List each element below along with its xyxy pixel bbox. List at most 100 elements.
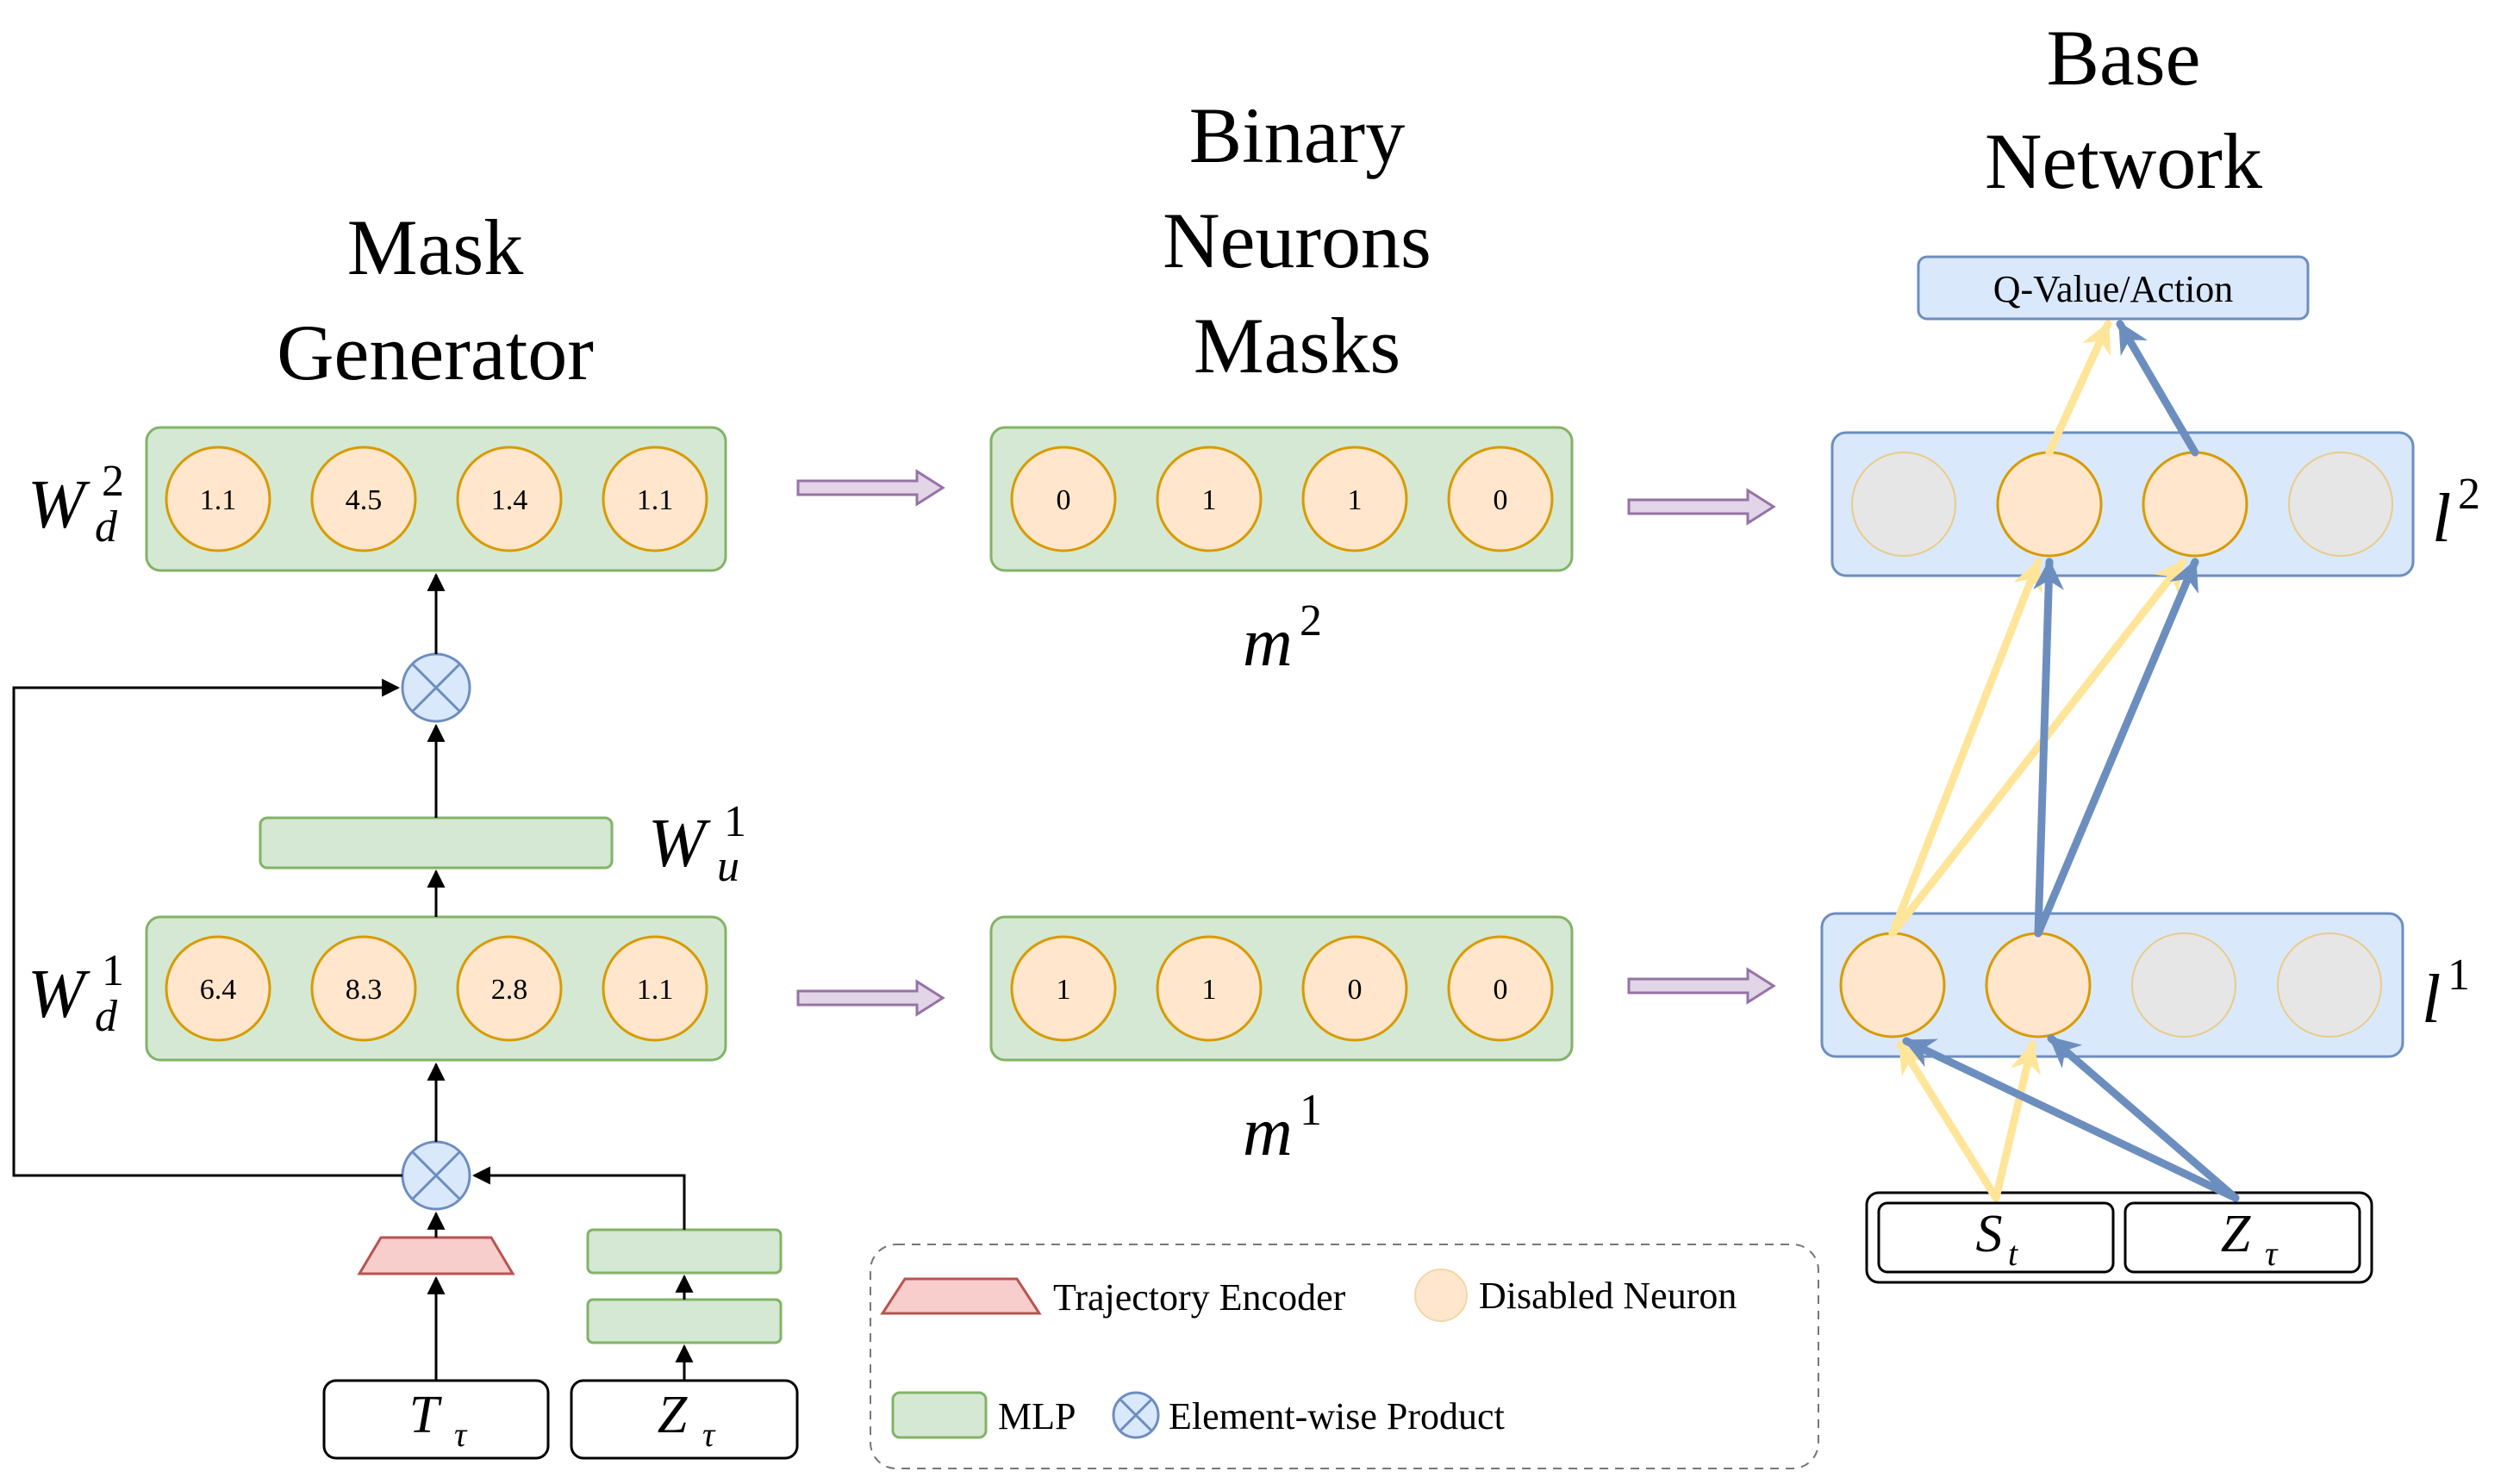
svg-text:d: d: [95, 992, 118, 1041]
neuron: 1: [1301, 446, 1408, 552]
svg-text:l: l: [2432, 481, 2451, 557]
legend: Trajectory Encoder Disabled Neuron MLP E…: [870, 1244, 1819, 1469]
legend-product-swatch: [1112, 1391, 1160, 1439]
mlp-z-bar-upper: [586, 1228, 783, 1275]
neuron: 0: [1301, 935, 1408, 1042]
svg-text:τ: τ: [702, 1415, 716, 1454]
input-z-tau: Z τ: [570, 1379, 799, 1460]
mask-generator-connectors: [12, 572, 694, 1381]
neuron: 1: [1010, 935, 1117, 1042]
svg-text:1: 1: [724, 797, 746, 846]
layer-box: [145, 426, 727, 572]
input-t-tau: T τ: [322, 1379, 550, 1460]
layer-box: [989, 915, 1574, 1062]
legend-encoder-swatch: [880, 1277, 1042, 1315]
title-line: Base: [2047, 14, 2201, 102]
mlp-wu1-bar: [259, 816, 614, 870]
mask-value: 0: [1057, 484, 1071, 516]
neuron: 0: [1010, 446, 1117, 552]
svg-text:2: 2: [1300, 596, 1322, 645]
svg-text:W: W: [648, 806, 711, 882]
svg-text:Q-Value/Action: Q-Value/Action: [1993, 268, 2234, 310]
neuron: 1.1: [602, 935, 708, 1042]
label-wd2: W 2 d: [28, 457, 124, 552]
base-layer-l2: [1830, 431, 2415, 577]
neuron-disabled: [2131, 932, 2236, 1038]
mask-value: 0: [1348, 974, 1363, 1006]
neuron: 1.1: [602, 446, 708, 552]
neuron-active: [1839, 932, 1946, 1038]
mask-value: 1: [1348, 484, 1363, 516]
arrow-m2-to-l2: [1627, 488, 1776, 526]
legend-label: Disabled Neuron: [1479, 1275, 1737, 1317]
svg-text:τ: τ: [454, 1415, 468, 1454]
title-binary-masks: Binary Neurons Masks: [1163, 91, 1431, 390]
legend-item-trajectory-encoder: Trajectory Encoder: [880, 1276, 1346, 1319]
neuron-value: 4.5: [346, 484, 383, 516]
neuron-disabled: [2277, 932, 2382, 1038]
mask-layer-m1: 1 1 0 0: [989, 915, 1574, 1062]
neuron-value: 8.3: [346, 974, 383, 1006]
layer-box: [1830, 431, 2415, 577]
svg-text:l: l: [2422, 962, 2441, 1038]
mask-layer-m2: 0 1 1 0: [989, 426, 1574, 572]
svg-text:d: d: [95, 502, 118, 552]
neuron: 1: [1156, 446, 1263, 552]
svg-text:2: 2: [2458, 470, 2480, 519]
q-value-output: Q-Value/Action: [1917, 255, 2310, 321]
title-base-network: Base Network: [1985, 14, 2262, 205]
mask-value: 0: [1494, 484, 1508, 516]
neuron: 2.8: [456, 935, 563, 1042]
svg-text:2: 2: [102, 457, 124, 506]
title-line: Mask: [347, 203, 523, 291]
neuron: 1.4: [456, 446, 563, 552]
svg-text:W: W: [28, 957, 90, 1032]
neuron-value: 1.1: [637, 974, 674, 1006]
arrow-wd1-to-m1: [796, 979, 945, 1017]
legend-item-disabled-neuron: Disabled Neuron: [1414, 1269, 1737, 1322]
mask-value: 1: [1057, 974, 1071, 1006]
label-m1: m 1: [1243, 1086, 1322, 1170]
input-s-t: S t: [1877, 1201, 2115, 1274]
svg-text:u: u: [717, 842, 739, 891]
svg-text:t: t: [2008, 1234, 2018, 1273]
neuron-value: 6.4: [200, 974, 237, 1006]
neuron: 1: [1156, 935, 1263, 1042]
label-wu1: W 1 u: [648, 797, 746, 891]
title-line: Neurons: [1163, 196, 1431, 284]
input-z-tau-base: Z τ: [2123, 1201, 2361, 1274]
mask-value: 1: [1202, 974, 1217, 1006]
label-l1: l 1: [2422, 951, 2470, 1038]
svg-text:τ: τ: [2265, 1234, 2279, 1273]
legend-label: MLP: [998, 1395, 1076, 1437]
element-wise-product-lower: [401, 1140, 471, 1211]
neuron-value: 1.1: [637, 484, 674, 516]
legend-disabled-swatch: [1414, 1269, 1468, 1322]
title-line: Generator: [277, 309, 594, 396]
neuron-value: 1.4: [491, 484, 528, 516]
neuron: 6.4: [165, 935, 271, 1042]
label-m2: m 2: [1243, 596, 1322, 681]
title-mask-generator: Mask Generator: [277, 203, 594, 396]
legend-mlp-swatch: [891, 1391, 988, 1439]
neuron-active: [1996, 451, 2103, 558]
neuron-active: [1985, 932, 2092, 1038]
arrow-wd2-to-m2: [796, 469, 945, 507]
svg-text:Z: Z: [658, 1386, 688, 1444]
title-line: Network: [1985, 117, 2262, 205]
neuron-disabled: [1851, 452, 1956, 557]
base-connections-blue: [1902, 320, 2240, 1202]
layer-box: [989, 426, 1574, 572]
mask-generator-layer-wd2: 1.1 4.5 1.4 1.1: [145, 426, 727, 572]
base-layer-l1: [1820, 912, 2404, 1058]
neuron-active: [2142, 451, 2248, 558]
label-l2: l 2: [2432, 470, 2480, 557]
mask-value: 0: [1494, 974, 1508, 1006]
layer-box: [1820, 912, 2404, 1058]
svg-text:1: 1: [102, 946, 124, 995]
svg-text:W: W: [28, 467, 90, 543]
title-line: Binary: [1189, 91, 1405, 179]
label-wd1: W 1 d: [28, 946, 124, 1041]
neuron-disabled: [2288, 452, 2393, 557]
